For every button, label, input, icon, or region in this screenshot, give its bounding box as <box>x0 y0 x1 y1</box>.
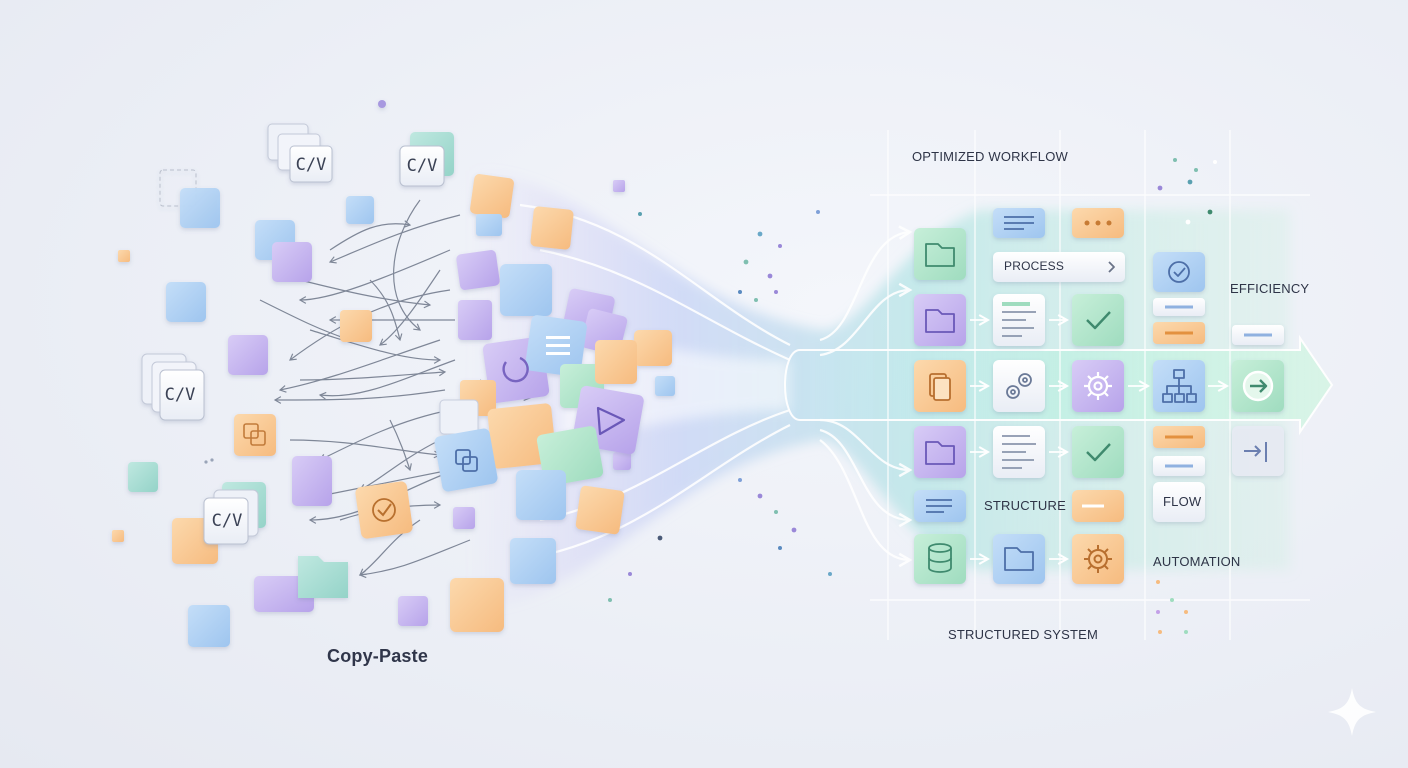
copy-paste-icon-2: C/V <box>399 132 454 187</box>
grid-connectors <box>970 314 1230 565</box>
folder-tile-4 <box>993 534 1045 584</box>
copy-paste-glyph: C/V <box>407 156 438 176</box>
tile-cluster <box>434 174 672 535</box>
flow-label: FLOW <box>1163 494 1202 509</box>
dots-icon <box>1084 220 1112 226</box>
sparkle-dots <box>204 158 1217 634</box>
hierarchy-icon <box>1162 369 1197 403</box>
scattered-tiles <box>112 100 675 647</box>
list-icon <box>926 499 952 513</box>
folder-icon <box>925 243 955 267</box>
check-icon <box>355 481 413 539</box>
database-icon <box>928 543 952 573</box>
folder-icon <box>925 441 955 465</box>
list-icon <box>1002 435 1036 469</box>
check-circle-icon <box>1168 261 1190 283</box>
automation-label: AUTOMATION <box>1153 554 1241 569</box>
copy-paste-glyph: C/V <box>165 385 196 405</box>
gear-tile-purple <box>1072 360 1124 412</box>
folder-tile-3 <box>914 426 966 478</box>
check-tile-2 <box>1072 426 1124 478</box>
process-pill <box>993 252 1125 282</box>
arrow-right-icon <box>1242 370 1274 402</box>
copy-paste-glyph: C/V <box>212 511 243 531</box>
list-icon <box>1004 216 1034 230</box>
document-icon <box>929 373 951 401</box>
folder-icon <box>298 556 348 598</box>
copy-paste-icon-1: C/V <box>267 123 333 183</box>
folder-icon <box>1004 547 1034 571</box>
copy-paste-icon-3: C/V <box>141 353 205 421</box>
optimized-workflow-label: OPTIMIZED WORKFLOW <box>912 149 1068 164</box>
folder-tile-1 <box>914 228 966 280</box>
check-icon <box>1086 443 1111 462</box>
folder-icon <box>925 309 955 333</box>
copy-paste-glyph: C/V <box>296 155 327 175</box>
list-icon <box>546 336 570 355</box>
sparkle-icon <box>1328 688 1376 736</box>
folder-tile-2 <box>914 294 966 346</box>
copy-icon <box>234 414 276 456</box>
check-circle-tile <box>1153 252 1205 292</box>
structured-grid <box>914 208 1284 584</box>
flow-tile <box>1153 482 1205 522</box>
check-tile-1 <box>1072 294 1124 346</box>
gear-icon <box>1084 372 1112 400</box>
gear-tile-orange <box>1072 534 1124 584</box>
structure-label: STRUCTURE <box>984 498 1066 513</box>
list-icon <box>1002 302 1036 337</box>
copy-paste-icon-4: C/V <box>203 482 266 545</box>
gears-icon <box>1006 373 1032 399</box>
play-icon <box>596 406 626 436</box>
gears-tile <box>993 360 1045 412</box>
database-tile <box>914 534 966 584</box>
check-icon <box>1086 311 1111 330</box>
gear-icon <box>1084 545 1112 573</box>
exit-icon <box>1244 442 1267 462</box>
structured-system-label: STRUCTURED SYSTEM <box>948 627 1099 642</box>
process-label: PROCESS <box>1004 259 1065 273</box>
copy-paste-label: Copy-Paste <box>327 646 429 666</box>
chevron-right-icon <box>1108 261 1115 273</box>
efficiency-label: EFFICIENCY <box>1230 281 1310 296</box>
copy-icon-cluster <box>455 449 478 472</box>
refresh-icon <box>502 356 529 383</box>
